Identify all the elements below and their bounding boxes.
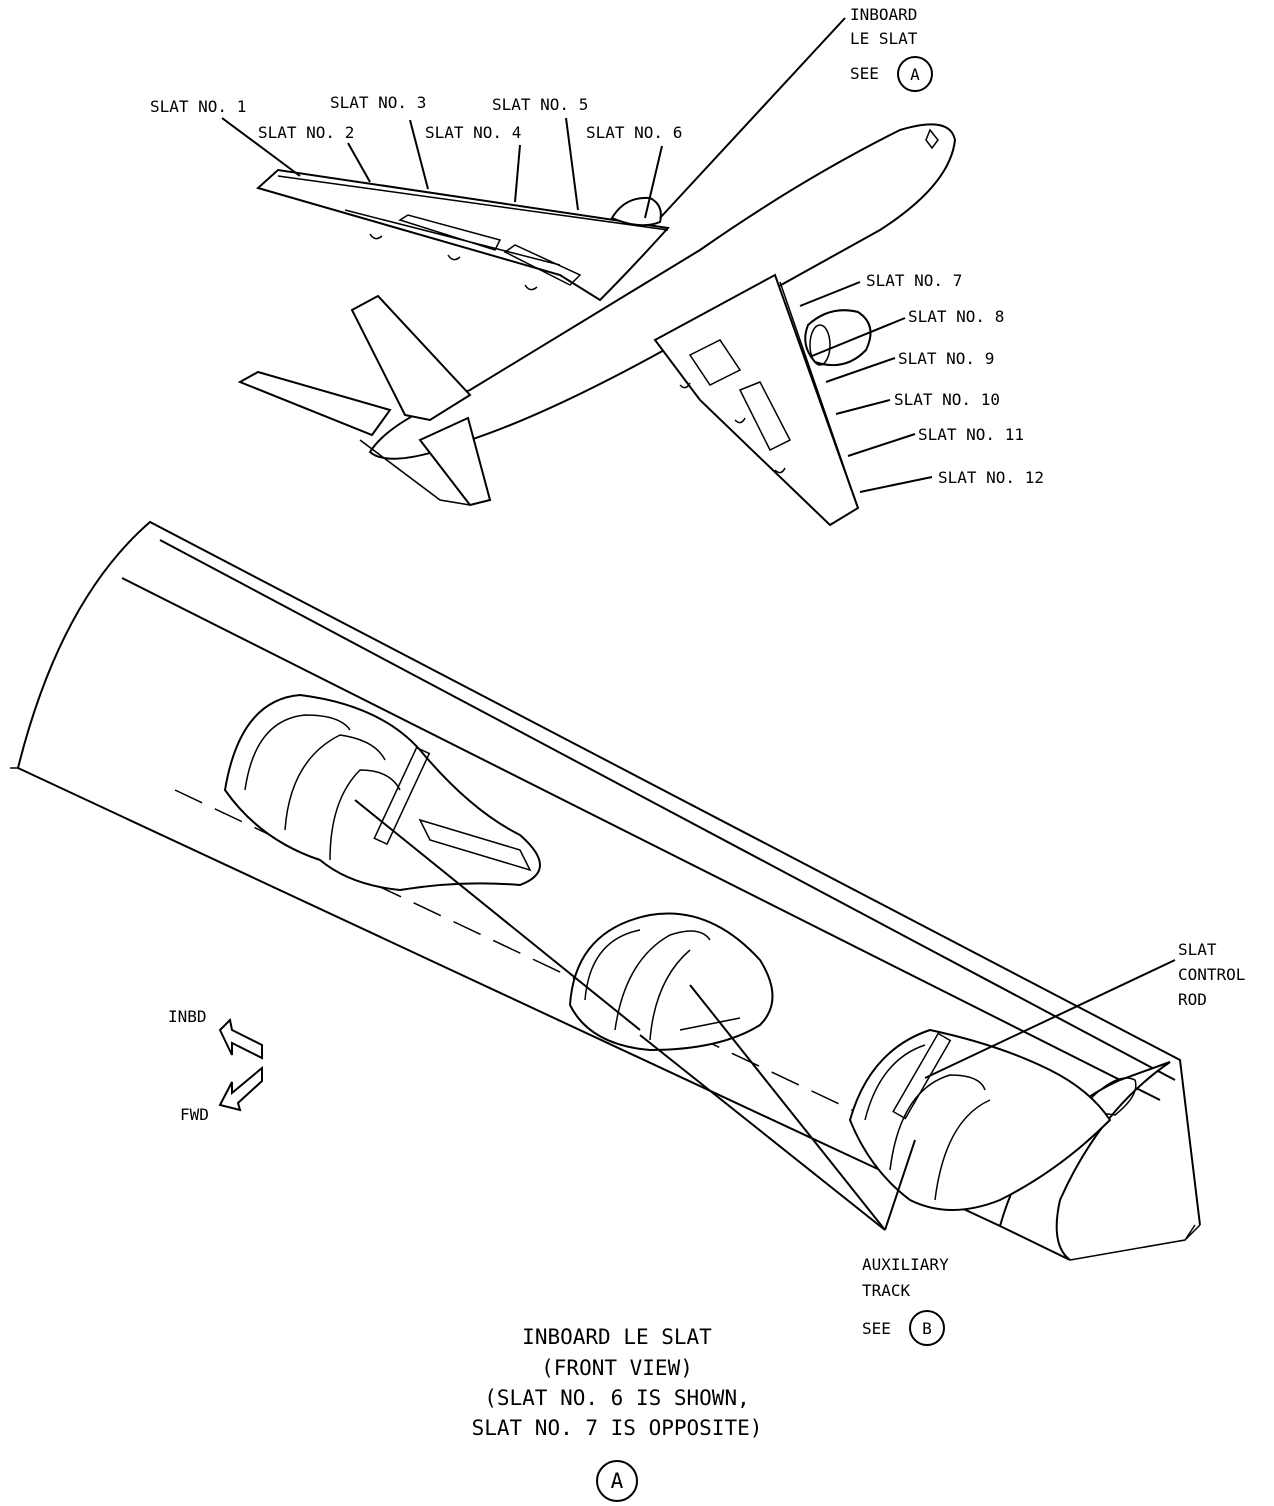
slat-10-label: SLAT NO. 10 [894,390,1000,409]
see-a-text: SEE [850,64,879,83]
slat-4-label: SLAT NO. 4 [425,123,521,142]
slat-1-label: SLAT NO. 1 [150,97,246,116]
fwd-arrow-icon [218,1065,263,1112]
control-rod-line1: SLAT [1178,940,1217,959]
horizontal-stabilizer-right [418,416,492,507]
see-a-circle [897,56,933,92]
inbd-arrow-icon [218,1017,263,1060]
near-engine [804,309,872,366]
cutaway-right [848,1028,1112,1211]
fuselage [368,123,957,460]
aux-track-line1: AUXILIARY [862,1255,949,1274]
fwd-label: FWD [180,1105,209,1124]
far-engine [610,196,662,227]
aux-track-line2: TRACK [862,1281,911,1300]
inboard-callout-line2: LE SLAT [850,29,918,48]
slat-11-label: SLAT NO. 11 [918,425,1024,444]
control-rod-line3: ROD [1178,990,1207,1009]
cockpit-windows [925,128,939,150]
slat-12-label: SLAT NO. 12 [938,468,1044,487]
inbd-label: INBD [168,1007,207,1026]
slat-7-label: SLAT NO. 7 [866,271,962,290]
slat-3-label: SLAT NO. 3 [330,93,426,112]
slat-9-label: SLAT NO. 9 [898,349,994,368]
see-b-text: SEE [862,1319,891,1338]
cutaway-middle [568,912,774,1052]
caption-ref: A [611,1469,624,1493]
airplane-drawing [237,123,957,527]
slat-2-label: SLAT NO. 2 [258,123,354,142]
direction-indicator [218,1017,263,1112]
far-wing [255,168,670,302]
slat-leaders [221,17,933,493]
see-b-circle [909,1310,945,1346]
caption-line4: SLAT NO. 7 IS OPPOSITE) [472,1416,763,1440]
slat-8-label: SLAT NO. 8 [908,307,1004,326]
vertical-stabilizer [350,294,472,422]
inboard-callout-line1: INBOARD [850,5,917,24]
slat-detail [10,520,1201,1261]
horizontal-stabilizer-left [237,370,392,437]
caption-line3: (SLAT NO. 6 IS SHOWN, [484,1386,750,1410]
slat-5-label: SLAT NO. 5 [492,95,588,114]
slat-outer-skin [17,520,1201,1226]
cutaway-left [223,693,541,892]
near-wing [653,273,860,527]
caption-ref-circle [596,1460,638,1502]
caption-line2: (FRONT VIEW) [541,1356,693,1380]
see-a-ref: A [910,65,920,84]
control-rod-line2: CONTROL [1178,965,1245,984]
caption-line1: INBOARD LE SLAT [522,1325,712,1349]
see-b-ref: B [922,1319,932,1338]
slat-6-label: SLAT NO. 6 [586,123,682,142]
